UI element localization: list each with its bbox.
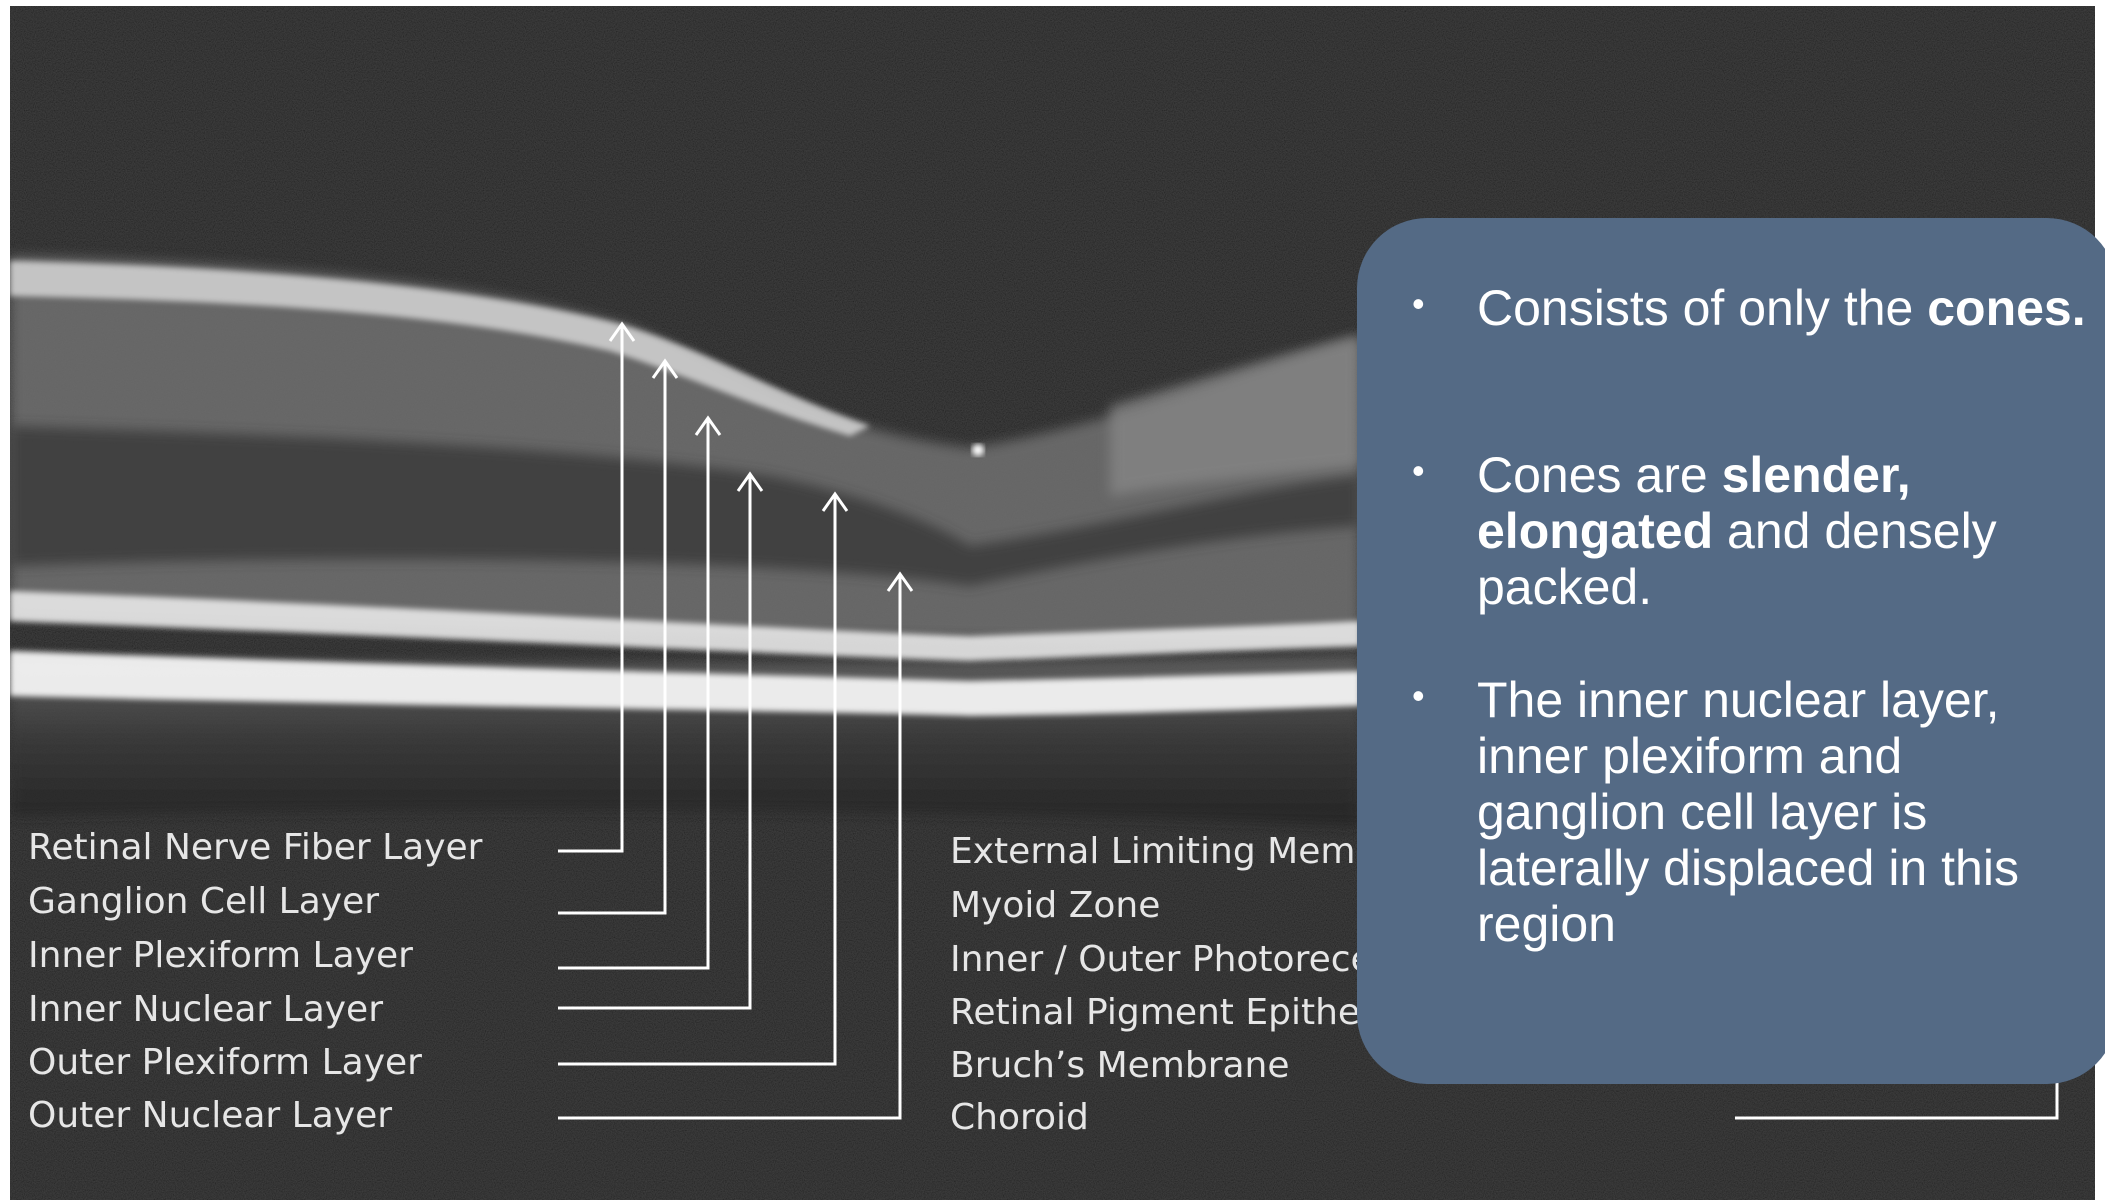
- bullet-1-bold: cones.: [1927, 280, 2085, 336]
- bullet-item-3: The inner nuclear layer, inner plexiform…: [1477, 672, 2097, 952]
- label-outer-nuclear-layer: Outer Nuclear Layer: [28, 1098, 392, 1134]
- bullet-1-text: Consists of only the: [1477, 280, 1927, 336]
- label-choroid: Choroid: [950, 1100, 1089, 1136]
- label-inner-plexiform-layer: Inner Plexiform Layer: [28, 938, 413, 974]
- label-photoreceptor-segments: Inner / Outer Photoreceptor Segments: [950, 942, 1360, 978]
- label-retinal-nerve-fiber-layer: Retinal Nerve Fiber Layer: [28, 830, 482, 866]
- bullet-3-text: The inner nuclear layer, inner plexiform…: [1477, 672, 2019, 952]
- label-ganglion-cell-layer: Ganglion Cell Layer: [28, 884, 379, 920]
- label-inner-nuclear-layer: Inner Nuclear Layer: [28, 992, 383, 1028]
- info-callout-box: • Consists of only the cones. • Cones ar…: [1357, 218, 2105, 1084]
- label-myoid-zone: Myoid Zone: [950, 888, 1160, 924]
- label-retinal-pigment-epithelium: Retinal Pigment Epithelium: [950, 995, 1360, 1031]
- right-labels-group: External Limiting Membrane Myoid Zone In…: [940, 820, 1360, 1150]
- bullet-item-2: Cones are slender, elongated and densely…: [1477, 447, 2097, 615]
- label-external-limiting-membrane: External Limiting Membrane: [950, 834, 1360, 870]
- bullet-marker: •: [1412, 675, 1425, 717]
- label-bruchs-membrane: Bruch’s Membrane: [950, 1048, 1290, 1084]
- label-outer-plexiform-layer: Outer Plexiform Layer: [28, 1045, 422, 1081]
- bullet-2-text: Cones are: [1477, 447, 1722, 503]
- bullet-marker: •: [1412, 450, 1425, 492]
- bullet-item-1: Consists of only the cones.: [1477, 280, 2097, 336]
- bullet-marker: •: [1412, 283, 1425, 325]
